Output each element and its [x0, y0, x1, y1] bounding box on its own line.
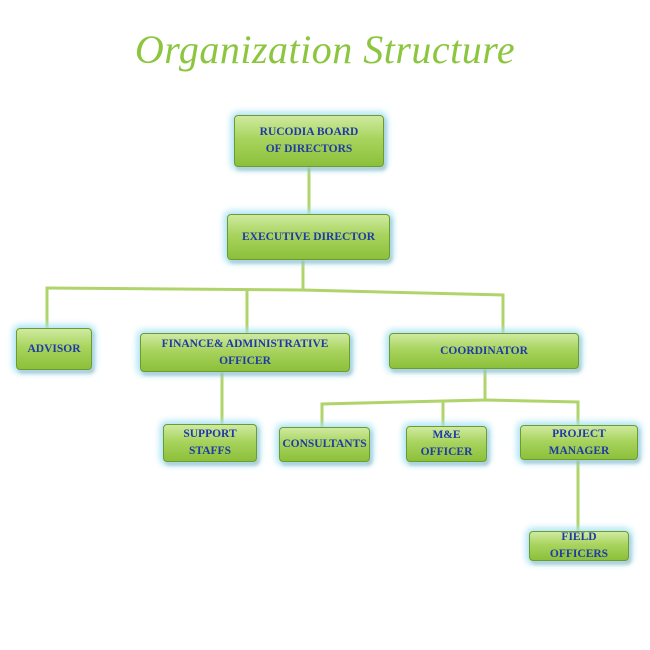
connector-executive-level1 [45, 258, 305, 292]
connector-coordinator-level2-right [483, 398, 580, 404]
node-finance-administrative-officer: FINANCE& ADMINISTRATIVE OFFICER [140, 333, 350, 372]
node-advisor: ADVISOR [16, 328, 92, 370]
connector-coordinator-level2 [320, 367, 487, 429]
node-executive-director: EXECUTIVE DIRECTOR [227, 214, 390, 260]
node-support-staffs: SUPPORT STAFFS [163, 424, 257, 462]
node-project-manager: PROJECT MANAGER [520, 425, 638, 460]
chart-title: Organization Structure [134, 27, 516, 72]
node-board-of-directors: RUCODIA BOARD OF DIRECTORS [234, 115, 384, 167]
connector-executive-level1-right [301, 288, 505, 297]
node-consultants: CONSULTANTS [279, 427, 370, 462]
node-me-officer: M&E OFFICER [406, 426, 487, 462]
node-field-officers: FIELD OFFICERS [529, 531, 629, 561]
node-coordinator: COORDINATOR [389, 333, 579, 369]
